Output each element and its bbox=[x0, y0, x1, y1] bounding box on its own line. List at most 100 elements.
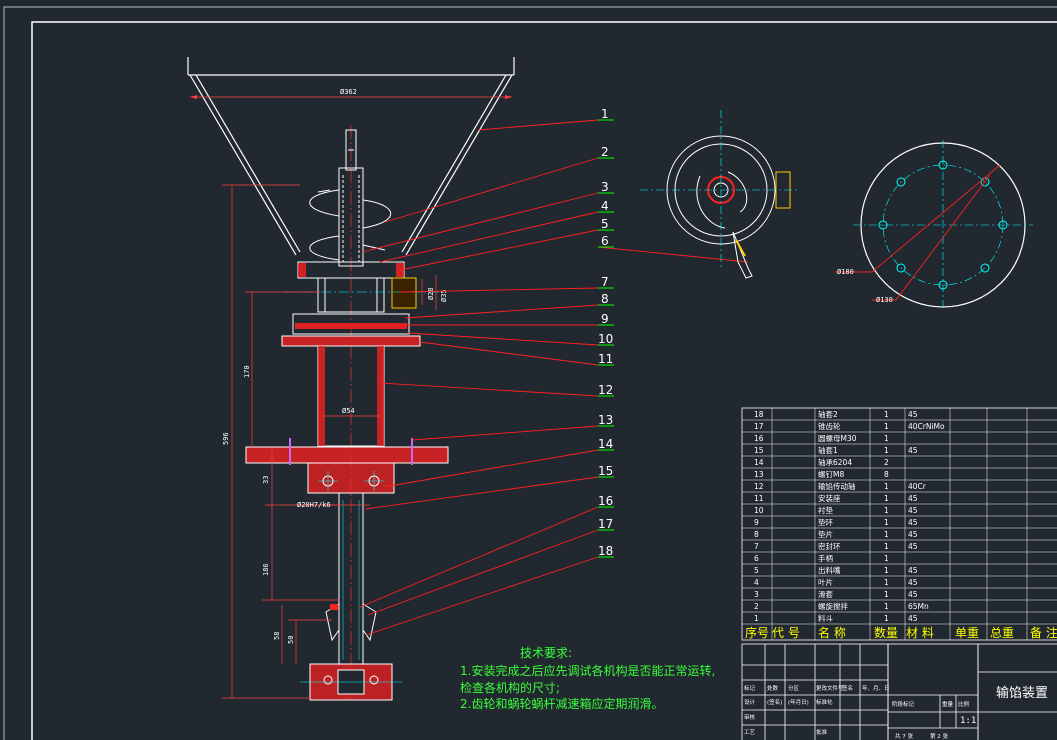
bom-cell-name: 轴套1 bbox=[818, 445, 838, 455]
base-plate bbox=[245, 438, 449, 465]
dim-33: 33 bbox=[262, 476, 270, 484]
title-block bbox=[741, 643, 1057, 740]
spiral-auger bbox=[309, 189, 392, 261]
bom-cell-name: 安装座 bbox=[818, 493, 841, 503]
bottom-gearbox bbox=[300, 663, 402, 701]
bom-cell-name: 轴套2 bbox=[818, 409, 838, 419]
part-num-14: 14 bbox=[598, 437, 613, 451]
bom-cell-name: 滑套 bbox=[818, 589, 833, 599]
bom-cell-mat: 45 bbox=[908, 566, 918, 575]
part-num-3: 3 bbox=[601, 180, 609, 194]
tb-cell-6: 设计 bbox=[744, 698, 756, 706]
bom-cell-qty: 1 bbox=[884, 482, 889, 491]
bom-header-3: 数量 bbox=[874, 625, 898, 640]
bom-cell-name: 输馅传动轴 bbox=[818, 481, 856, 491]
bom-cell-no: 14 bbox=[754, 458, 764, 467]
bom-cell-name: 手柄 bbox=[818, 553, 833, 563]
tb-cell-12: 批准 bbox=[816, 728, 828, 736]
bom-cell-no: 4 bbox=[754, 578, 759, 587]
leader-lines bbox=[359, 119, 749, 636]
bom-cell-no: 9 bbox=[754, 518, 759, 527]
shaft-top bbox=[338, 129, 364, 267]
bom-cell-no: 12 bbox=[754, 482, 764, 491]
bom-cell-qty: 1 bbox=[884, 542, 889, 551]
bom-cell-name: 螺钉M8 bbox=[818, 469, 844, 479]
bom-cell-no: 16 bbox=[754, 434, 764, 443]
drive-shaft bbox=[338, 493, 364, 665]
dim-lines-vertical bbox=[222, 184, 437, 699]
bom-cell-qty: 1 bbox=[884, 602, 889, 611]
bom-cell-name: 密封环 bbox=[818, 541, 841, 551]
tech-req-heading: 技术要求: bbox=[520, 646, 572, 660]
part-num-7: 7 bbox=[601, 275, 609, 289]
part-num-4: 4 bbox=[601, 199, 609, 213]
outer-frame bbox=[3, 6, 1057, 740]
dim-50: 50 bbox=[287, 636, 295, 644]
lower-bearing-block bbox=[307, 462, 395, 494]
top-view-auger bbox=[640, 110, 800, 279]
dim-pcd180: Ø180 bbox=[837, 268, 854, 276]
number-baselines bbox=[598, 119, 614, 558]
bom-cell-mat: 45 bbox=[908, 506, 918, 515]
bom-cell-mat: 45 bbox=[908, 590, 918, 599]
part-num-8: 8 bbox=[601, 292, 609, 306]
part-num-13: 13 bbox=[598, 413, 613, 427]
bom-header-5: 单重 bbox=[955, 626, 979, 640]
bom-cell-name: 叶片 bbox=[818, 577, 833, 587]
bom-cell-no: 3 bbox=[754, 590, 759, 599]
dim-186: 186 bbox=[262, 563, 270, 576]
tb-cell-8: (年月日) bbox=[788, 698, 809, 706]
dim-hopper-width: Ø362 bbox=[190, 88, 512, 99]
dim-pcd130: Ø130 bbox=[876, 296, 893, 304]
support-tube bbox=[317, 345, 385, 447]
bom-cell-no: 13 bbox=[754, 470, 764, 479]
tech-req-line2: 检查各机构的尺寸; bbox=[460, 680, 560, 695]
part-num-5: 5 bbox=[601, 217, 609, 231]
tb-cell-13: 阶段标记 bbox=[892, 700, 915, 708]
part-num-18: 18 bbox=[598, 544, 613, 558]
dim-d28: Ø28 bbox=[427, 287, 435, 300]
bom-cell-no: 17 bbox=[754, 422, 764, 431]
dim-fit: Ø20H7/k6 bbox=[297, 501, 331, 509]
bom-cell-qty: 2 bbox=[884, 458, 889, 467]
bom-cell-no: 2 bbox=[754, 602, 759, 611]
tb-cell-1: 处数 bbox=[767, 684, 779, 692]
upper-housing-hatch-l bbox=[298, 263, 306, 277]
bom-cell-name: 垫环 bbox=[818, 517, 833, 527]
bom-cell-mat: 45 bbox=[908, 542, 918, 551]
part-num-10: 10 bbox=[598, 332, 613, 346]
bom-header-7: 备 注 bbox=[1030, 625, 1057, 640]
bom-cell-name: 螺旋搅拌 bbox=[818, 601, 848, 611]
bom-cell-qty: 1 bbox=[884, 446, 889, 455]
bom-cell-mat: 45 bbox=[908, 446, 918, 455]
bom-cell-no: 8 bbox=[754, 530, 759, 539]
bom-cell-no: 7 bbox=[754, 542, 759, 551]
flange-dim-leaders bbox=[835, 164, 1001, 301]
bom-cell-no: 15 bbox=[754, 446, 764, 455]
bom-cell-mat: 45 bbox=[908, 578, 918, 587]
tb-cell-15: 比例 bbox=[958, 700, 970, 708]
dim-total-height: 596 bbox=[222, 432, 230, 445]
bom-cell-qty: 1 bbox=[884, 422, 889, 431]
tb-cell-2: 分区 bbox=[788, 684, 800, 692]
bom-cell-mat: 45 bbox=[908, 410, 918, 419]
tb-cell-5: 年、月、日 bbox=[862, 684, 890, 692]
flange-bolt-holes bbox=[878, 160, 1008, 290]
bom-header-6: 总重 bbox=[990, 626, 1014, 640]
bom-header-2: 名 称 bbox=[818, 625, 846, 640]
tb-cell-11: 工艺 bbox=[744, 729, 756, 736]
tb-sheet-total: 共 7 张 bbox=[895, 732, 913, 740]
bevel-gear bbox=[325, 603, 377, 642]
part-num-1: 1 bbox=[601, 107, 609, 121]
part-num-12: 12 bbox=[598, 383, 613, 397]
bom-cell-mat: 40CrNiMo bbox=[908, 422, 945, 431]
part-num-2: 2 bbox=[601, 145, 609, 159]
tb-sheet-no: 第 2 张 bbox=[930, 732, 948, 740]
bom-cell-qty: 1 bbox=[884, 554, 889, 563]
bom-cell-mat: 45 bbox=[908, 530, 918, 539]
tb-cell-4: 签名 bbox=[842, 684, 853, 692]
bom-header-1: 代 号 bbox=[772, 626, 800, 640]
dim-d54: Ø54 bbox=[342, 407, 355, 415]
